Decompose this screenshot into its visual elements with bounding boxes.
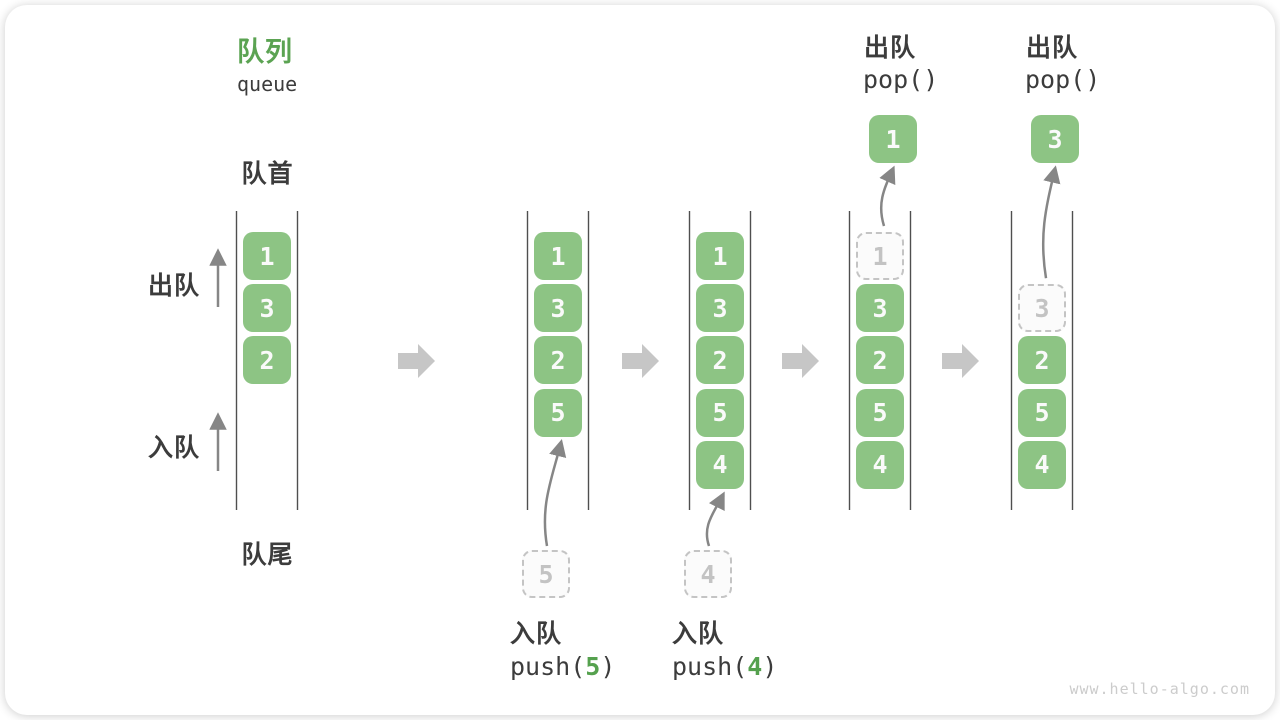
popped-element: 3 [1031, 115, 1079, 163]
queue-element: 2 [696, 336, 744, 385]
queue-walls [235, 211, 1074, 510]
watermark: www.hello-algo.com [1069, 680, 1250, 698]
enqueue-arrow-icon [705, 491, 725, 547]
queue-element: 2 [1018, 336, 1066, 385]
enqueue-arrow-icon [543, 438, 567, 547]
state-transition-arrow-icon [398, 344, 435, 378]
queue-element: 1 [696, 232, 744, 280]
queue-element: 3 [243, 284, 291, 333]
queue-element: 2 [856, 336, 904, 385]
dequeue-caption-label: 出队 [1026, 34, 1079, 62]
queue-element: 1 [243, 232, 291, 280]
queue-element: 4 [696, 440, 744, 489]
code-operand: 5 [585, 652, 601, 681]
label-queue-rear: 队尾 [241, 541, 294, 569]
queue-element: 3 [696, 284, 744, 333]
state-transition-arrow-icon [622, 344, 659, 378]
queue-element-removed: 3 [1018, 284, 1066, 333]
queue-element: 4 [1018, 440, 1066, 489]
popped-element: 1 [869, 115, 917, 163]
queue-element: 1 [534, 232, 582, 280]
label-enqueue: 入队 [147, 434, 200, 462]
enqueue-caption-label: 入队 [510, 620, 563, 648]
queue-element: 5 [1018, 388, 1066, 437]
queue-element: 3 [534, 284, 582, 333]
code-text: ) [600, 652, 616, 681]
queue-element: 4 [856, 440, 904, 489]
enqueue-caption-label: 入队 [672, 620, 725, 648]
figure-title-zh: 队列 [237, 37, 293, 67]
queue-element: 2 [534, 336, 582, 385]
queue-element: 5 [696, 388, 744, 437]
state-transition-arrow-icon [782, 344, 819, 378]
label-queue-front: 队首 [241, 160, 294, 188]
queue-element: 5 [534, 388, 582, 437]
staged-element: 5 [522, 550, 570, 598]
dequeue-arrow-icon [1041, 165, 1061, 279]
state-transition-arrow-icon [942, 344, 979, 378]
figure-title-en: queue [237, 72, 298, 96]
queue-element: 5 [856, 388, 904, 437]
queue-element: 2 [243, 336, 291, 385]
code-operand: 4 [747, 652, 763, 681]
code-text: ) [762, 652, 778, 681]
queue-element: 3 [856, 284, 904, 333]
enqueue-caption-code: push(5) [510, 652, 615, 681]
queue-element-removed: 1 [856, 232, 904, 280]
label-dequeue: 出队 [147, 272, 200, 300]
code-text: push( [672, 652, 748, 681]
dequeue-arrow-icon [879, 165, 896, 227]
arrows [209, 165, 1061, 547]
dequeue-caption-label: 出队 [864, 34, 917, 62]
dequeue-caption-code: pop() [863, 65, 939, 94]
dequeue-caption-code: pop() [1025, 65, 1101, 94]
code-text: push( [510, 652, 586, 681]
enqueue-caption-code: push(4) [672, 652, 777, 681]
staged-element: 4 [684, 550, 732, 598]
